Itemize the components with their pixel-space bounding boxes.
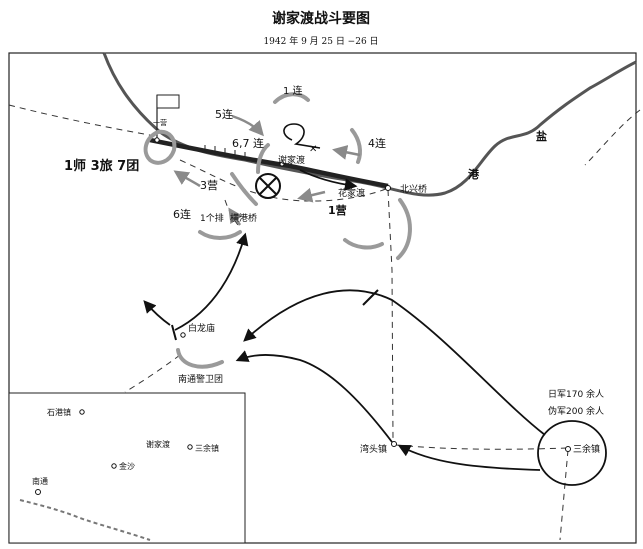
inset-jinsha: 金沙 [119, 461, 135, 471]
label-bailongmiao: 白龙庙 [188, 322, 215, 334]
dashed-roads [8, 104, 641, 541]
inset-xiejiadu: 谢家渡 [146, 439, 170, 449]
label-company5: 5连 [215, 108, 233, 121]
blocking-line-2 [171, 324, 177, 341]
unit-positions [143, 92, 412, 369]
label-yiying: 一营 [153, 118, 167, 127]
map-subtitle: 1942 年 9 月 25 日 −26 日 [263, 35, 378, 47]
bridge-ticks [204, 145, 246, 160]
enemy-advance-arrows [143, 169, 546, 471]
company1-loop [283, 123, 321, 149]
label-river-2: 港 [468, 167, 480, 181]
label-company6: 6连 [173, 208, 191, 221]
label-company1: 1 连 [283, 84, 303, 97]
label-wantouzhen: 湾头镇 [360, 443, 387, 455]
map-frame [8, 52, 637, 544]
label-platoon1: 1个排 [200, 212, 224, 224]
label-river-1: 盐 [536, 129, 547, 143]
label-beixingqiao: 北兴桥 [400, 183, 427, 195]
label-puppet-troops: 伪军200 余人 [548, 405, 604, 417]
inset-shigangzhen: 石港镇 [47, 407, 71, 417]
label-battalion1: 1营 [328, 203, 347, 217]
enemy-position-icon [255, 173, 281, 199]
map-title: 谢家渡战斗要图 [272, 10, 370, 27]
unit-arrows [173, 114, 361, 226]
inset-map: 石港镇 谢家渡 三余镇 金沙 南通 [8, 392, 246, 544]
label-company67: 6,7 连 [232, 137, 264, 150]
label-xiejiadu: 谢家渡 [278, 154, 305, 166]
label-huajiadu: 花家渡 [338, 187, 365, 199]
label-brigade: 1师 3旅 7团 [64, 158, 139, 174]
label-sanyuzhen: 三余镇 [573, 443, 600, 455]
label-company4: 4连 [368, 137, 386, 150]
place-dots [154, 137, 571, 452]
label-hengganqiao: 横港桥 [230, 212, 257, 224]
label-jp-troops: 日军170 余人 [548, 388, 604, 400]
label-battalion3: 3营 [200, 178, 218, 192]
enemy-concentration [537, 420, 607, 486]
cross-mark-icon: ✕ [309, 144, 317, 155]
blocking-line-1 [362, 289, 379, 306]
inset-sanyuzhen: 三余镇 [195, 443, 219, 453]
inset-nantong: 南通 [32, 476, 48, 486]
label-guard: 南通警卫团 [178, 373, 223, 385]
river-line [102, 52, 637, 197]
